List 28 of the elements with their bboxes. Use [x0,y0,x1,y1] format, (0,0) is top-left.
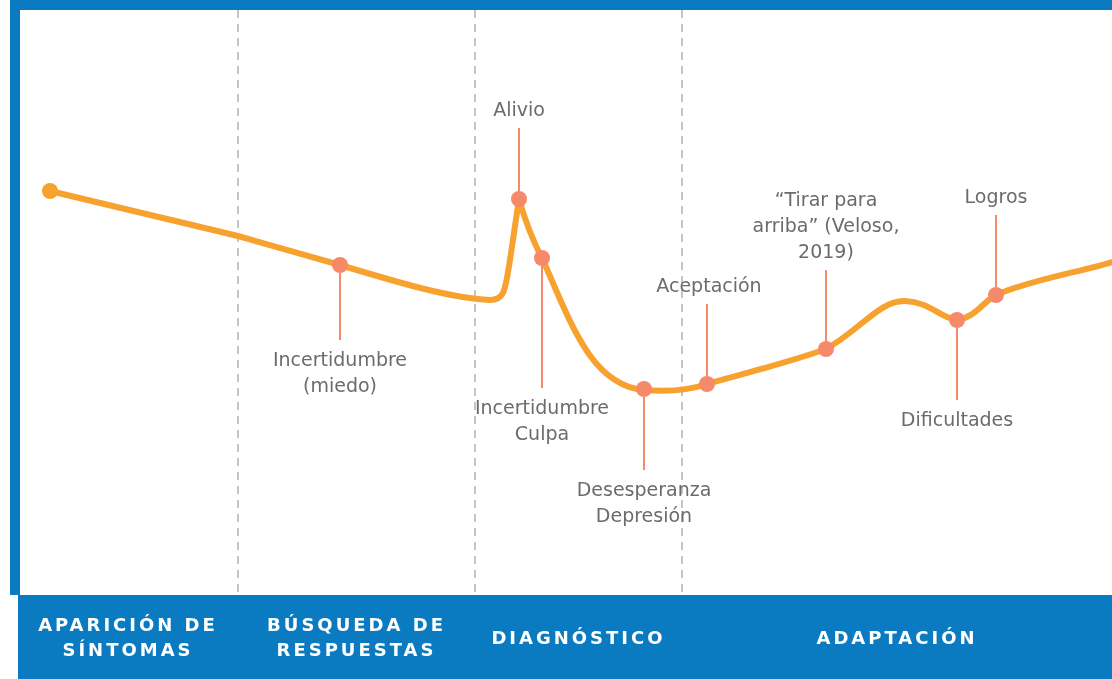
emotion-label: Incertidumbre (miedo) [255,346,425,398]
phase-band: BÚSQUEDA DE RESPUESTAS [238,595,475,679]
phase-band: DIAGNÓSTICO [475,595,682,679]
leader-line [956,327,958,401]
emotion-label: Desesperanza Depresión [576,476,712,528]
phase-band: APARICIÓN DE SÍNTOMAS [18,595,238,679]
curve-point [699,376,715,392]
emotion-label: “Tirar para arriba” (Veloso, 2019) [741,186,911,264]
curve-point [949,312,965,328]
leader-line [518,127,520,192]
curve-point [332,257,348,273]
curve-point [818,341,834,357]
emotion-label: Logros [964,183,1028,209]
leader-line [541,265,543,389]
phase-band: ADAPTACIÓN [682,595,1112,679]
curve-point [636,381,652,397]
leader-line [339,272,341,341]
emotion-label: Incertidumbre Culpa [474,394,610,446]
emotion-label: Alivio [493,96,545,122]
leader-line [995,214,997,288]
leader-line [643,396,645,471]
leader-line [825,269,827,342]
leader-line [706,303,708,377]
emotion-label: Dificultades [900,406,1014,432]
curve-point [534,250,550,266]
emotion-label: Aceptación [656,272,762,298]
curve-point [988,287,1004,303]
curve-point [511,191,527,207]
